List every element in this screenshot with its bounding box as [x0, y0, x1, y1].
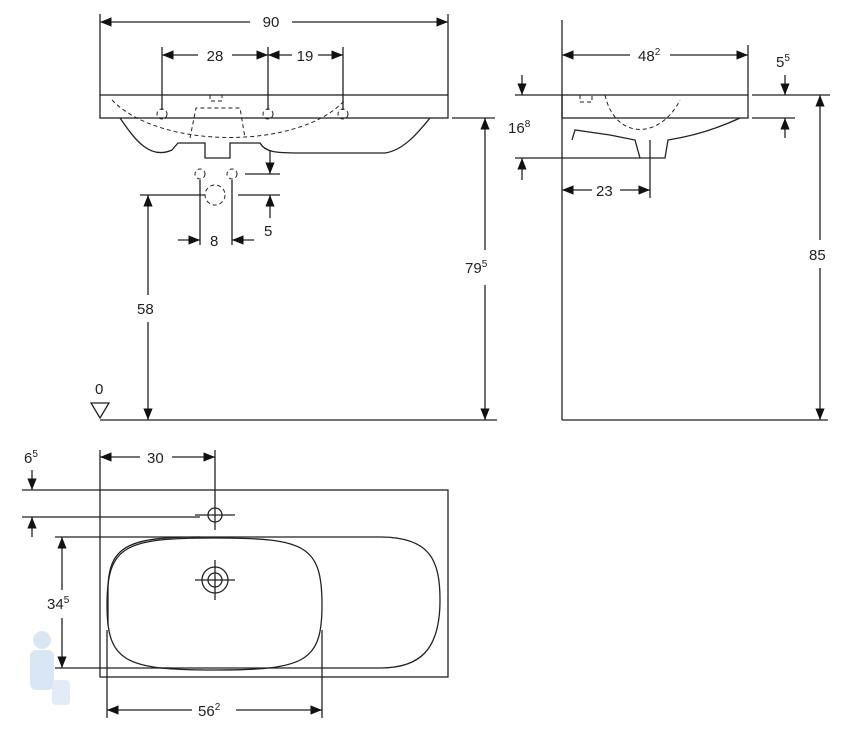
dim-bowl-depth: 345: [47, 595, 70, 613]
dim-waste-spacing: 8: [210, 233, 218, 250]
dim-drain-offset: 23: [596, 183, 613, 200]
bowl-outline: [106, 537, 323, 671]
dim-total-height: 85: [809, 247, 826, 264]
dim-tap-from-back: 65: [24, 449, 38, 467]
side-view: 482 55 85 168 23: [508, 20, 830, 421]
dim-bowl-width: 562: [198, 702, 221, 720]
basin-outline: [107, 536, 441, 669]
dim-hole-left: 28: [207, 48, 224, 65]
dim-depth: 482: [638, 47, 661, 65]
dim-rim: 55: [776, 53, 790, 71]
floor-marker-icon: [89, 402, 111, 420]
dim-basin-depth: 168: [508, 119, 531, 137]
dim-waste-height: 58: [137, 301, 154, 318]
basin-body: [119, 117, 431, 159]
dim-tap-offset: 30: [147, 450, 164, 467]
dim-width: 90: [263, 14, 280, 31]
plumber-logo: [30, 631, 70, 705]
tap-hole-markers: [156, 108, 349, 206]
floor-label: 0: [95, 381, 103, 398]
dim-height-top: 795: [465, 259, 488, 277]
dim-hole-right: 19: [297, 48, 314, 65]
basin-rim: [99, 94, 449, 119]
front-view: 90 28 19 795 58 8 5 0: [89, 14, 497, 421]
plan-view: 30 65 345 562: [22, 449, 449, 720]
dim-waste-offset: 5: [264, 223, 272, 240]
